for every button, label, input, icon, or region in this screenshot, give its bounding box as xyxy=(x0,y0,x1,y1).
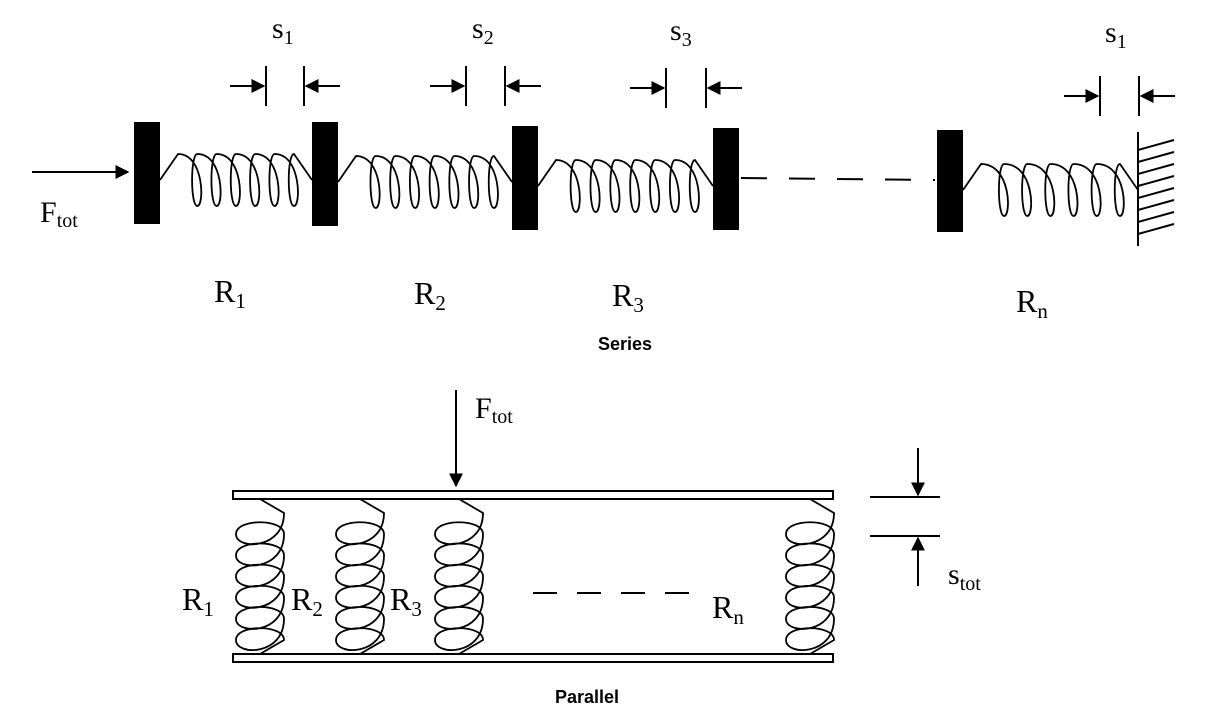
series-fixed-wall xyxy=(1137,132,1175,246)
parallel-spring-3 xyxy=(434,498,484,655)
parallel-displacement-marker xyxy=(870,448,940,586)
parallel-diagram: Ftot R1 R2 R3 Rn stot Parallel xyxy=(182,390,981,707)
parallel-spring-2 xyxy=(335,498,385,655)
series-displacement-marker-1 xyxy=(230,66,340,106)
parallel-spring-label-2: R2 xyxy=(291,581,323,621)
series-spring-1 xyxy=(159,153,313,207)
parallel-bottom-plate xyxy=(232,653,834,663)
series-spring-n xyxy=(962,163,1139,217)
parallel-spring-n xyxy=(785,498,835,655)
series-displacement-label-4: s1 xyxy=(1105,16,1127,53)
series-block-2 xyxy=(312,122,338,226)
parallel-caption: Parallel xyxy=(555,687,619,707)
series-displacement-marker-2 xyxy=(430,66,541,106)
series-spring-3 xyxy=(537,159,714,213)
series-displacement-label-3: s3 xyxy=(670,14,692,51)
series-displacement-label-1: s1 xyxy=(272,12,294,49)
parallel-displacement-label: stot xyxy=(948,558,981,595)
series-displacement-marker-3 xyxy=(630,68,742,108)
series-force-label: Ftot xyxy=(40,196,78,232)
series-caption: Series xyxy=(598,334,652,354)
parallel-spring-label-n: Rn xyxy=(712,589,744,629)
series-block-1 xyxy=(134,122,160,224)
series-block-4 xyxy=(713,128,739,230)
series-block-5 xyxy=(937,130,963,232)
series-displacement-marker-4 xyxy=(1064,76,1175,116)
series-dashed-connector xyxy=(740,177,936,181)
parallel-spring-label-3: R3 xyxy=(390,581,422,621)
series-spring-2 xyxy=(337,155,513,209)
parallel-top-plate xyxy=(232,490,834,500)
parallel-force-label: Ftot xyxy=(475,392,513,428)
series-spring-label-2: R2 xyxy=(414,275,446,315)
series-diagram: Ftot xyxy=(32,12,1175,354)
series-displacement-label-2: s2 xyxy=(472,12,494,49)
series-spring-label-n: Rn xyxy=(1016,283,1048,323)
series-block-3 xyxy=(512,126,538,230)
parallel-spring-1 xyxy=(235,498,285,655)
series-spring-label-3: R3 xyxy=(612,277,644,317)
parallel-spring-label-1: R1 xyxy=(182,581,214,621)
series-spring-label-1: R1 xyxy=(214,273,246,313)
